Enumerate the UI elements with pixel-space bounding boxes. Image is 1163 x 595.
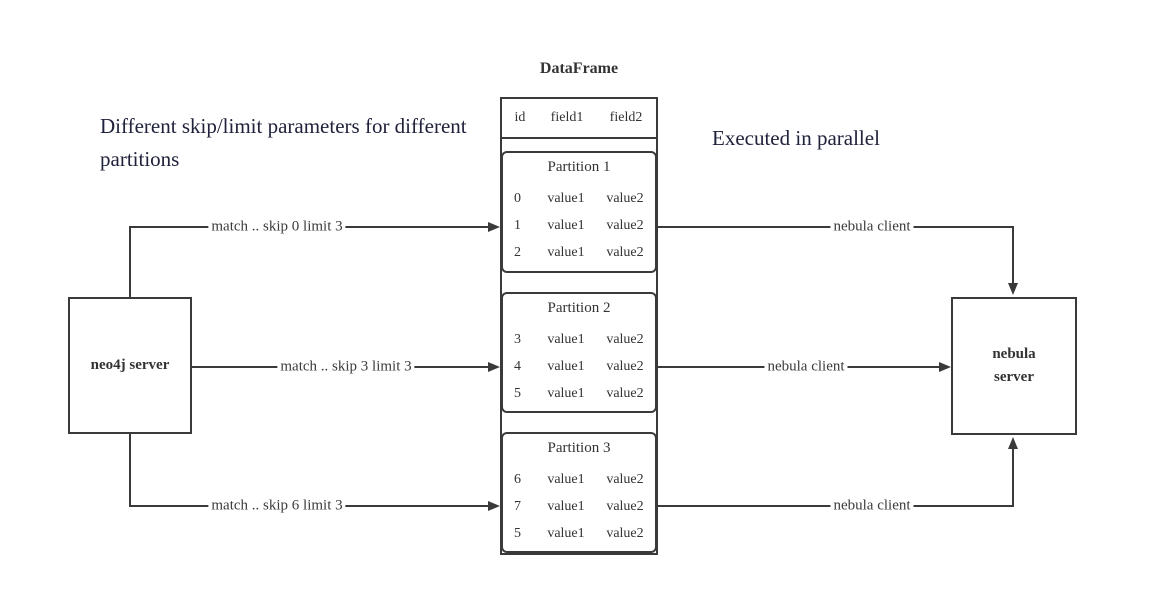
annotation-executed-parallel: Executed in parallel — [712, 126, 880, 150]
table-row: 5 value1 value2 — [503, 520, 655, 547]
table-row: 1 value1 value2 — [503, 212, 655, 239]
cell-id: 2 — [514, 244, 521, 260]
cell-id: 5 — [514, 525, 521, 541]
partition-2-title: Partition 2 — [547, 300, 611, 316]
partition-1-title: Partition 1 — [547, 159, 611, 175]
cell-field1: value1 — [547, 498, 585, 514]
partition-2-box: Partition 2 3 value1 value2 4 value1 val… — [501, 292, 657, 413]
arrowhead-into-nebula-left-icon — [939, 362, 951, 372]
edge-label-skip0: match .. skip 0 limit 3 — [208, 218, 346, 236]
table-row: 2 value1 value2 — [503, 239, 655, 266]
cell-field1: value1 — [547, 525, 585, 541]
cell-field1: value1 — [547, 358, 585, 374]
cell-field2: value2 — [606, 244, 644, 260]
annotation-skip-limit: Different skip/limit parameters for diff… — [100, 114, 467, 171]
cell-id: 3 — [514, 331, 521, 347]
cell-field2: value2 — [606, 471, 644, 487]
cell-field1: value1 — [547, 385, 585, 401]
cell-field1: value1 — [547, 190, 585, 206]
edge-label-nebula-client-1: nebula client — [830, 218, 914, 236]
partition-3-box: Partition 3 6 value1 value2 7 value1 val… — [501, 432, 657, 553]
cell-field2: value2 — [606, 217, 644, 233]
cell-id: 0 — [514, 190, 521, 206]
arrowhead-into-partition2-icon — [488, 362, 500, 372]
cell-field1: value1 — [547, 471, 585, 487]
table-row: 6 value1 value2 — [503, 466, 655, 493]
table-row: 0 value1 value2 — [503, 185, 655, 212]
cell-field2: value2 — [606, 331, 644, 347]
partition-2-rows: 3 value1 value2 4 value1 value2 5 value1… — [503, 326, 655, 407]
cell-field2: value2 — [606, 525, 644, 541]
nebula-server-label-line1: nebula — [992, 346, 1036, 362]
cell-field2: value2 — [606, 498, 644, 514]
edge-label-skip3: match .. skip 3 limit 3 — [277, 358, 415, 376]
header-col-field2: field2 — [609, 110, 643, 125]
cell-id: 1 — [514, 217, 521, 233]
header-col-id: id — [514, 110, 526, 125]
cell-field1: value1 — [547, 331, 585, 347]
edge-line-client1-vertical — [1012, 226, 1014, 284]
partition-3-title: Partition 3 — [547, 440, 611, 456]
cell-field1: value1 — [547, 217, 585, 233]
partition-1-rows: 0 value1 value2 1 value1 value2 2 value1… — [503, 185, 655, 266]
nebula-server-node: nebula server — [951, 297, 1077, 435]
cell-id: 4 — [514, 358, 521, 374]
header-col-field1: field1 — [550, 110, 584, 125]
dataframe-header-row: id field1 field2 — [502, 99, 656, 139]
edge-label-skip6: match .. skip 6 limit 3 — [208, 497, 346, 515]
table-row: 5 value1 value2 — [503, 380, 655, 407]
edge-label-nebula-client-3: nebula client — [830, 497, 914, 515]
table-row: 3 value1 value2 — [503, 326, 655, 353]
arrowhead-into-nebula-bottom-icon — [1008, 437, 1018, 449]
cell-field2: value2 — [606, 358, 644, 374]
arrowhead-into-partition3-icon — [488, 501, 500, 511]
neo4j-server-label: neo4j server — [90, 357, 170, 373]
table-row: 4 value1 value2 — [503, 353, 655, 380]
edge-label-nebula-client-2: nebula client — [764, 358, 848, 376]
cell-field2: value2 — [606, 190, 644, 206]
cell-field2: value2 — [606, 385, 644, 401]
partition-3-rows: 6 value1 value2 7 value1 value2 5 value1… — [503, 466, 655, 547]
edge-line-neo4j-bottom-vertical — [129, 434, 131, 507]
dataframe-title: DataFrame — [539, 60, 619, 77]
cell-id: 6 — [514, 471, 521, 487]
cell-field1: value1 — [547, 244, 585, 260]
neo4j-server-node: neo4j server — [68, 297, 192, 434]
partition-1-box: Partition 1 0 value1 value2 1 value1 val… — [501, 151, 657, 273]
table-row: 7 value1 value2 — [503, 493, 655, 520]
cell-id: 7 — [514, 498, 521, 514]
arrowhead-into-nebula-top-icon — [1008, 283, 1018, 295]
arrowhead-into-partition1-icon — [488, 222, 500, 232]
nebula-server-label-line2: server — [994, 369, 1034, 385]
edge-line-client3-vertical — [1012, 448, 1014, 506]
edge-line-neo4j-top-vertical — [129, 227, 131, 297]
cell-id: 5 — [514, 385, 521, 401]
